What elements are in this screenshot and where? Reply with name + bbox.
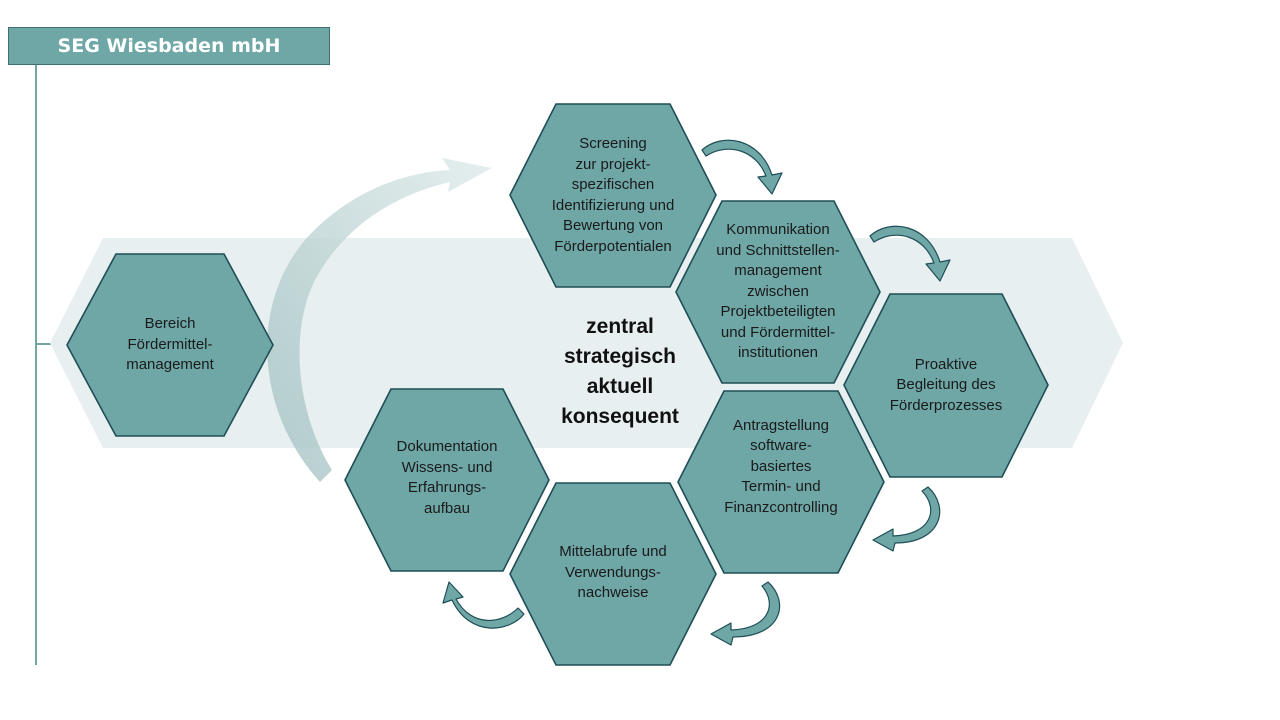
hex-mittelabrufe [509, 482, 717, 666]
hexagon-shapes [66, 103, 1049, 666]
slogan-line-strategisch: strategisch [563, 345, 677, 368]
slogan-line-aktuell: aktuell [586, 375, 654, 398]
hex-label-bereich: Bereich Fördermittel- management [126, 315, 214, 374]
hex-proaktive [843, 293, 1049, 478]
hex-label-dokumentation: Dokumentation Wissens- und Erfahrungs- a… [396, 438, 498, 517]
slogan-line-zentral: zentral [586, 315, 654, 338]
hex-bereich [66, 253, 274, 437]
center-slogan: zentral strategisch aktuell konsequent [520, 312, 720, 432]
large-curved-arrow [267, 158, 492, 482]
hex-antragstellung [677, 390, 885, 574]
hex-label-kommunikation: Kommunikation und Schnittstellen- manage… [716, 221, 840, 362]
slogan-line-konsequent: konsequent [561, 405, 679, 428]
hex-label-proaktive: Proaktive Begleitung des Förderprozesses [889, 355, 1003, 414]
hex-label-antragstellung: Antragstellung software- basiertes Termi… [724, 416, 838, 516]
cycle-arrow-3 [872, 486, 941, 552]
hex-label-mittelabrufe: Mittelabrufe und Verwendungs- nachweise [559, 543, 667, 602]
cycle-arrow-4 [710, 581, 781, 646]
hex-label-screening: Screening zur projekt- spezifischen Iden… [551, 135, 675, 255]
cycle-arrow-1 [701, 139, 783, 195]
company-title: SEG Wiesbaden mbH [8, 27, 330, 65]
cycle-arrow-2 [869, 225, 951, 282]
vertical-connector-line [35, 65, 37, 665]
hex-kommunikation [675, 200, 881, 384]
hex-dokumentation [344, 388, 550, 572]
cycle-arrow-5 [442, 581, 525, 629]
cycle-arrows [442, 139, 951, 646]
hex-screening [509, 103, 717, 288]
